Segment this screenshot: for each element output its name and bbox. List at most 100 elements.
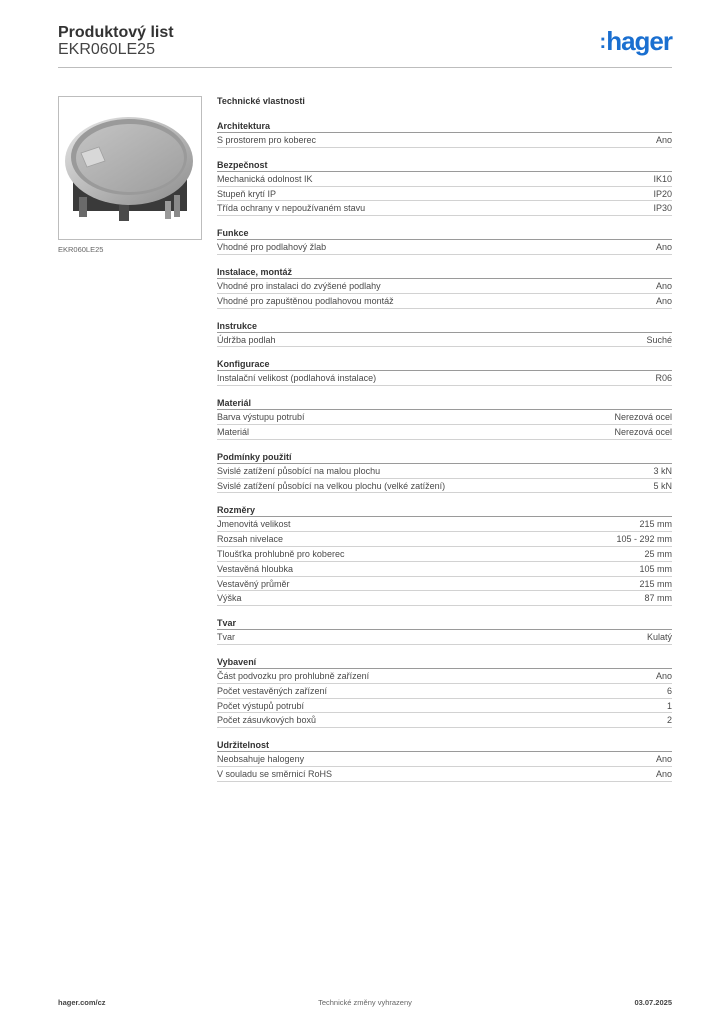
spec-row: Jmenovitá velikost 215 mm: [217, 517, 672, 533]
page-header: Produktový list EKR060LE25 :hager: [58, 22, 673, 68]
spec-row: Vestavěná hloubka 105 mm: [217, 562, 672, 577]
spec-row: Třída ochrany v nepoužívaném stavu IP30: [217, 201, 672, 217]
spec-label: Tvar: [217, 632, 235, 643]
spec-value: R06: [655, 373, 672, 384]
spec-section-title: Vybavení: [217, 656, 672, 669]
spec-label: S prostorem pro koberec: [217, 135, 317, 145]
spec-value: Nerezová ocel: [614, 412, 672, 423]
spec-value: Ano: [655, 670, 672, 681]
spec-label: Počet vestavěných zařízení: [217, 685, 328, 696]
spec-label: Vestavěná hloubka: [217, 563, 294, 574]
footer-website: hager.com/cz: [58, 998, 106, 1007]
spec-value: 1: [666, 700, 672, 711]
spec-row: Mechanická odolnost IK IK10: [217, 172, 672, 187]
spec-row: Svislé zatížení působící na velkou ploch…: [217, 479, 672, 494]
spec-row: Počet vestavěných zařízení 6: [217, 684, 672, 699]
spec-value: 25 mm: [644, 548, 672, 559]
spec-section-title: Konfigurace: [217, 358, 672, 372]
spec-label: Mechanická odolnost IK: [217, 173, 313, 184]
spec-label: Vestavěný průměr: [217, 578, 290, 589]
spec-row: Svislé zatížení působící na malou plochu…: [217, 464, 672, 479]
spec-label: Jmenovitá velikost: [217, 519, 291, 530]
spec-value: IP30: [653, 203, 672, 214]
spec-row: Počet zásuvkových boxů 2: [217, 713, 672, 729]
spec-label: Třída ochrany v nepoužívaném stavu: [217, 203, 366, 214]
spec-value: IP20: [653, 188, 672, 199]
spec-row: Rozsah nivelace 105 - 292 mm: [217, 532, 672, 547]
spec-label: Materiál: [217, 426, 250, 437]
spec-label: Údržba podlah: [217, 334, 276, 345]
spec-section-title: Funkce: [217, 227, 672, 241]
spec-row: V souladu se směrnicí RoHS Ano: [217, 767, 672, 782]
spec-row: Výška 87 mm: [217, 591, 672, 607]
spec-value: Suché: [646, 334, 672, 345]
spec-label: Výška: [217, 593, 242, 604]
product-image-caption: EKR060LE25: [58, 245, 104, 254]
product-image: [58, 96, 202, 240]
product-code: EKR060LE25: [58, 41, 155, 58]
spec-value: 2: [666, 715, 672, 726]
spec-row: Údržba podlah Suché: [217, 333, 672, 348]
spec-value: Ano: [655, 768, 672, 779]
spec-label: Barva výstupu potrubí: [217, 412, 305, 423]
spec-value: 6: [666, 685, 672, 696]
spec-value: 215 mm: [639, 578, 672, 589]
spec-label: Tloušťka prohlubně pro koberec: [217, 548, 345, 559]
spec-row: Instalační velikost (podlahová instalace…: [217, 371, 672, 387]
spec-row: Stupeň krytí IP IP20: [217, 187, 672, 202]
spec-value: Ano: [655, 280, 672, 291]
spec-section-title: Udržitelnost: [217, 739, 672, 753]
spec-label: Vhodné pro podlahový žlab: [217, 242, 327, 253]
spec-label: Neobsahuje halogeny: [217, 754, 305, 765]
spec-label: Vhodné pro zapuštěnou podlahovou montáž: [217, 295, 394, 306]
spec-label: Instalační velikost (podlahová instalace…: [217, 373, 377, 384]
logo-colon-icon: :: [599, 31, 607, 53]
spec-value: IK10: [653, 173, 672, 184]
spec-section-title: Instrukce: [217, 320, 672, 333]
spec-label: Počet zásuvkových boxů: [217, 715, 317, 726]
spec-value: 105 - 292 mm: [616, 534, 672, 545]
spec-label: Část podvozku pro prohlubně zařízení: [217, 670, 370, 681]
floor-box-illustration: [65, 117, 193, 221]
spec-value: Kulatý: [646, 632, 672, 643]
spec-value: Nerezová ocel: [614, 426, 672, 437]
spec-row: Část podvozku pro prohlubně zařízení Ano: [217, 669, 672, 684]
spec-row: Tloušťka prohlubně pro koberec 25 mm: [217, 547, 672, 562]
spec-label: Stupeň krytí IP: [217, 188, 277, 199]
spec-section-title: Instalace, montáž: [217, 266, 672, 279]
spec-value: 87 mm: [644, 593, 672, 604]
spec-row: Materiál Nerezová ocel: [217, 425, 672, 440]
spec-row: Vestavěný průměr 215 mm: [217, 577, 672, 592]
spec-section-title: Podmínky použití: [217, 451, 672, 464]
spec-section-title: Tvar: [217, 617, 672, 631]
spec-row: Barva výstupu potrubí Nerezová ocel: [217, 410, 672, 425]
spec-label: V souladu se směrnicí RoHS: [217, 768, 333, 779]
spec-value: 215 mm: [639, 519, 672, 530]
spec-label: Svislé zatížení působící na malou plochu: [217, 465, 381, 476]
spec-value: 105 mm: [639, 563, 672, 574]
specs-title: Technické vlastnosti: [217, 96, 305, 106]
spec-value: 3 kN: [653, 465, 672, 476]
spec-label: Rozsah nivelace: [217, 534, 284, 545]
logo-text: hager: [606, 26, 673, 56]
spec-section-title: Materiál: [217, 397, 672, 411]
spec-section-title: Bezpečnost: [217, 159, 672, 172]
